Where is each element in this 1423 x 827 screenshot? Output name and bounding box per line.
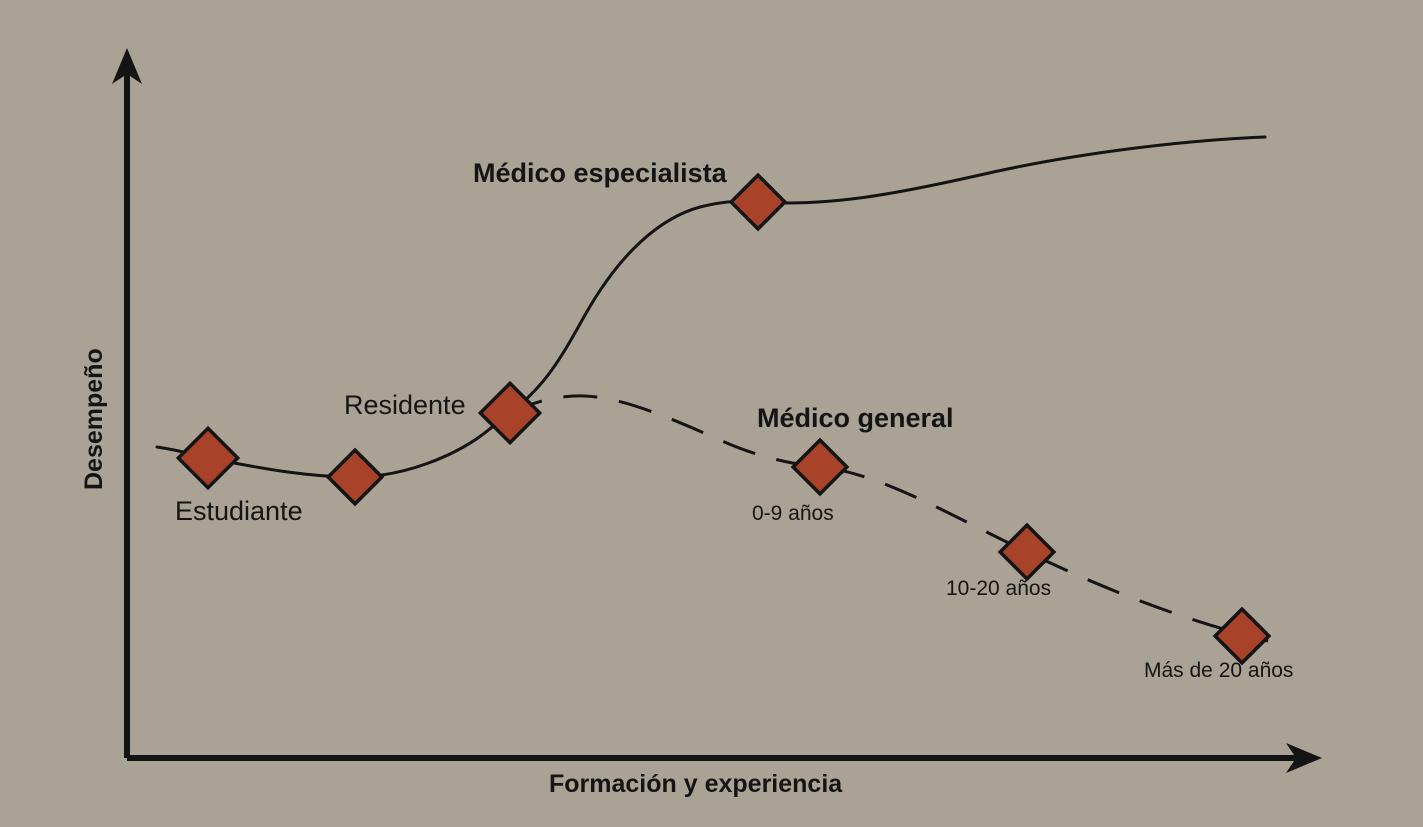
marker-unlabeled-dip xyxy=(325,447,385,507)
point-label-anios-10-20: 10-20 años xyxy=(946,577,1052,600)
point-label-anios-0-9: 0-9 años xyxy=(752,502,834,525)
marker-medico-especialista xyxy=(728,172,788,232)
axis-group xyxy=(112,48,1322,773)
marker-residente xyxy=(477,380,543,446)
series-label-medico-general: Médico general xyxy=(757,403,954,433)
data-point-markers xyxy=(175,172,1272,666)
x-axis-title: Formación y experiencia xyxy=(549,770,843,798)
marker-anios-10-20 xyxy=(997,522,1057,582)
series-label-medico-especialista: Médico especialista xyxy=(473,158,727,188)
marker-anios-0-9 xyxy=(790,437,850,497)
series-line-medico-especialista xyxy=(155,135,1267,479)
series-line-medico-general xyxy=(509,394,1269,643)
point-label-residente: Residente xyxy=(344,390,466,420)
y-axis-arrow-icon xyxy=(112,48,142,84)
x-axis-arrow-icon xyxy=(1286,743,1322,773)
marker-anios-mas-20 xyxy=(1212,606,1272,666)
point-label-anios-mas-20: Más de 20 años xyxy=(1144,659,1294,682)
marker-estudiante xyxy=(175,425,241,491)
point-label-estudiante: Estudiante xyxy=(175,496,303,526)
